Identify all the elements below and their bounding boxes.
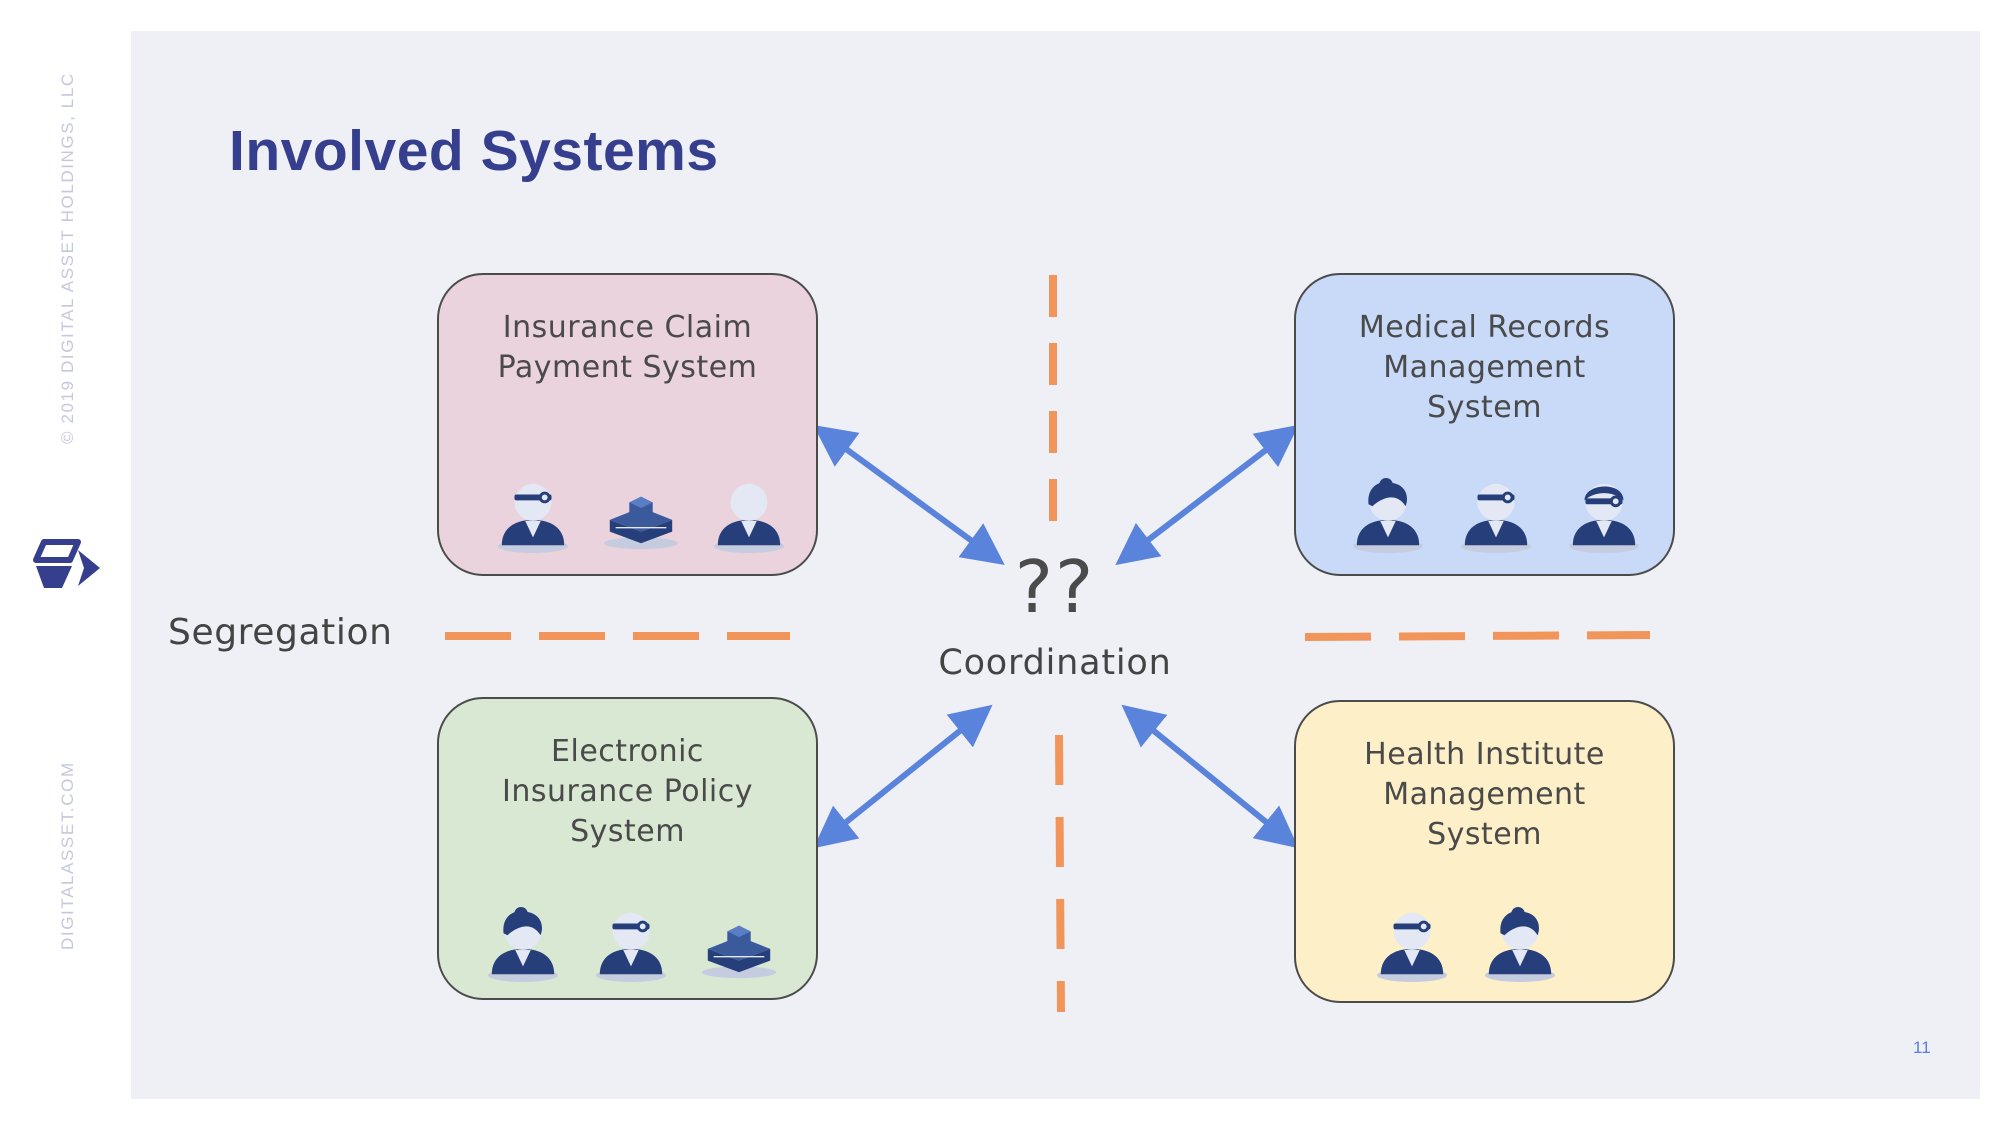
system-icons	[1358, 904, 1574, 984]
segregation-line-right	[1304, 631, 1651, 641]
system-label: Medical Records Management System	[1358, 310, 1611, 425]
system-label: Insurance Claim Payment System	[497, 310, 758, 385]
doctor-icon	[497, 483, 569, 554]
system-box-medical-records: Medical Records Management System	[1294, 273, 1675, 576]
system-icons	[1334, 475, 1658, 555]
doctor-icon	[595, 912, 667, 983]
bald-person-icon	[713, 483, 785, 554]
doctor-icon	[1376, 912, 1448, 983]
coordination-arrows	[813, 424, 1299, 849]
page-number: 11	[1913, 1038, 1931, 1057]
slide-title: Involved Systems	[229, 119, 719, 183]
system-label: Health Institute Management System	[1364, 737, 1605, 852]
system-icons	[479, 475, 803, 555]
woman-icon	[1484, 906, 1556, 983]
segregation-label: Segregation	[168, 612, 393, 653]
arrow-policy	[813, 704, 993, 849]
system-box-insurance-policy: Electronic Insurance Policy System	[437, 697, 818, 1000]
coordination-label: Coordination	[938, 643, 1172, 683]
arrow-claim	[813, 425, 1005, 565]
system-box-health-institute: Health Institute Management System	[1294, 700, 1675, 1003]
system-icons	[469, 904, 793, 984]
system-label: Electronic Insurance Policy System	[501, 734, 754, 849]
arrow-institute	[1121, 704, 1299, 849]
segregation-line-bottom	[1055, 734, 1065, 1013]
doctor-icon	[1460, 483, 1532, 554]
arrow-records	[1115, 424, 1299, 566]
hospital-building-icon	[701, 925, 777, 979]
system-box-insurance-claim: Insurance Claim Payment System	[437, 273, 818, 576]
coordination-question: ??	[1014, 545, 1096, 629]
woman-doctor-icon	[1568, 483, 1640, 554]
hospital-building-icon	[603, 496, 679, 550]
woman-icon	[487, 906, 559, 983]
woman-icon	[1352, 477, 1424, 554]
digital-asset-logo-icon[interactable]	[32, 538, 102, 593]
segregation-dashes	[445, 275, 1651, 1013]
